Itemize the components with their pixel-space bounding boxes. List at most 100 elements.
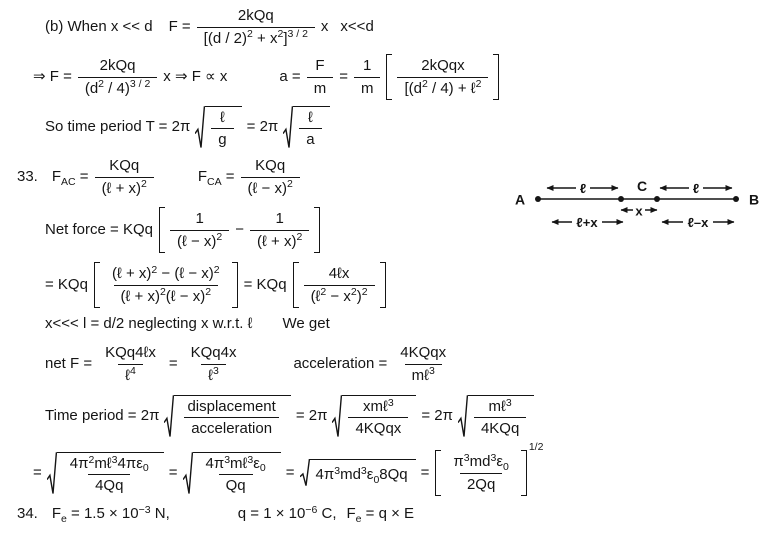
superscript: 2 bbox=[320, 286, 327, 299]
math-text: (ℓ − x)2 bbox=[176, 231, 223, 250]
math-text: x bbox=[320, 18, 329, 36]
math-text: (b) When x << d bbox=[45, 18, 153, 36]
fraction: 4π2mℓ34πε0 4Qq bbox=[63, 454, 156, 495]
bracket-group: 2kQqx [(d2 / 4) + ℓ2 bbox=[386, 54, 500, 100]
superscript: 4 bbox=[129, 365, 136, 378]
math-text: 4KQq bbox=[480, 420, 520, 437]
numerator: 4π2mℓ34πε0 bbox=[63, 454, 156, 474]
bracket-body: 1(ℓ − x)2−1(ℓ + x)2 bbox=[165, 207, 314, 253]
label-x: x bbox=[635, 204, 643, 219]
superscript: 2 bbox=[350, 286, 357, 299]
subscript: CA bbox=[207, 176, 222, 189]
math-text: = 2π bbox=[295, 407, 328, 425]
numerator: 1 bbox=[188, 210, 210, 229]
left-bracket bbox=[435, 450, 442, 496]
math-text: Net force = KQq bbox=[45, 221, 153, 239]
superscript: 3 bbox=[387, 396, 394, 409]
math-text: g bbox=[218, 131, 227, 148]
superscript: 2 bbox=[286, 178, 293, 191]
fraction: KQq(ℓ − x)2 bbox=[240, 157, 300, 197]
math-text: Time period = 2π bbox=[45, 407, 160, 425]
superscript: 2 bbox=[141, 178, 147, 191]
math-text: xmℓ3 bbox=[363, 396, 394, 415]
bracket-body: 2kQqx [(d2 / 4) + ℓ2 bbox=[392, 54, 493, 100]
math-text: (d2 / 4)3 / 2 bbox=[84, 78, 151, 97]
numerator: mℓ3 bbox=[482, 396, 519, 417]
numerator: 1 bbox=[356, 57, 378, 76]
math-text: m bbox=[360, 79, 374, 97]
math-text: KQq4ℓx bbox=[105, 344, 156, 362]
denominator: acceleration bbox=[184, 417, 280, 437]
math-text: [(d2 / 4) + ℓ2 bbox=[404, 78, 482, 97]
math-text: 2kQqx bbox=[421, 57, 465, 75]
left-bracket bbox=[158, 207, 165, 253]
fraction: (ℓ + x)2 − (ℓ − x)2 (ℓ + x)2(ℓ − x)2 bbox=[105, 265, 227, 305]
math-text: displacement bbox=[187, 397, 276, 415]
math-text: Qq bbox=[225, 477, 246, 494]
math-text: mℓ3 bbox=[488, 396, 512, 415]
superscript: 2 bbox=[205, 286, 212, 299]
superscript: 3 bbox=[490, 452, 497, 464]
numerator: 2kQq bbox=[93, 57, 143, 76]
math-text: 4Qq bbox=[95, 477, 124, 494]
numerator: ℓ bbox=[301, 109, 320, 128]
formula-line-time-period-displacement: Time period = 2π displacement acceleration… bbox=[42, 390, 536, 442]
math-text: 1 bbox=[275, 210, 284, 228]
math-text: (ℓ + x)2 − (ℓ − x)2 bbox=[111, 264, 220, 283]
math-text: (ℓ + x)2 bbox=[257, 231, 303, 250]
left-bracket bbox=[93, 262, 100, 308]
fraction: 1 (ℓ − x)2 bbox=[169, 210, 230, 250]
fraction: KQq(ℓ + x)2 bbox=[94, 157, 154, 197]
math-text: ℓ bbox=[220, 108, 225, 126]
right-bracket bbox=[231, 262, 238, 308]
math-text: 2Qq bbox=[466, 475, 496, 493]
subscript: AC bbox=[61, 176, 76, 189]
bracket-group: 1(ℓ − x)2−1(ℓ + x)2 bbox=[158, 207, 321, 253]
charge-line-diagram-svg: A B C ℓ ℓ x ℓ+x ℓ–x bbox=[515, 178, 759, 230]
math-text: 1 bbox=[363, 57, 372, 75]
bracket-body: 4ℓx (ℓ2 − x2)2 bbox=[299, 262, 380, 308]
radical-icon bbox=[300, 459, 310, 486]
math-text: Fe = 1.5 × 10−3 N, bbox=[51, 504, 170, 526]
math-text: (ℓ + x)2(ℓ − x)2 bbox=[120, 286, 212, 305]
superscript: 3 bbox=[334, 464, 341, 477]
fraction: 2kQq[(d / 2)2 + x2]3 / 2 bbox=[196, 7, 315, 47]
point-center-left-dot bbox=[618, 196, 624, 202]
math-text: 4π3mℓ3ε0 bbox=[205, 453, 266, 475]
denominator: [(d / 2)2 + x2]3 / 2 bbox=[196, 26, 315, 47]
math-text: 4ℓx bbox=[328, 265, 350, 283]
math-text: Fe = q × E bbox=[346, 505, 415, 526]
denominator: a bbox=[299, 128, 322, 148]
bracket-body: (ℓ + x)2 − (ℓ − x)2 (ℓ + x)2(ℓ − x)2 bbox=[100, 262, 232, 308]
numerator: 2kQqx bbox=[414, 57, 471, 76]
charge-line-diagram: A B C ℓ ℓ x ℓ+x ℓ–x bbox=[506, 163, 767, 241]
math-text: KQq4x bbox=[190, 344, 237, 362]
numerator: displacement bbox=[180, 398, 282, 417]
math-text: a = bbox=[279, 68, 301, 86]
radical-icon bbox=[164, 395, 174, 438]
math-text: ℓ bbox=[308, 108, 313, 126]
square-root: 4π3md3ε08Qq bbox=[300, 459, 416, 486]
point-b-dot bbox=[733, 196, 739, 202]
left-bracket bbox=[386, 54, 393, 100]
math-text: ⇒ F = bbox=[33, 68, 72, 86]
numerator: 4ℓx bbox=[322, 265, 357, 284]
math-text: 2kQq bbox=[237, 7, 274, 25]
label-l-plus-x: ℓ+x bbox=[576, 215, 598, 230]
math-text: acceleration bbox=[191, 420, 273, 437]
math-text: = 2π bbox=[421, 407, 453, 425]
left-bracket bbox=[292, 262, 299, 308]
math-text: So time period T = 2π bbox=[45, 118, 191, 136]
math-text: (ℓ2 − x2)2 bbox=[310, 286, 368, 305]
fraction: 2kQqx [(d2 / 4) + ℓ2 bbox=[397, 57, 489, 97]
denominator: (ℓ − x)2 bbox=[169, 229, 230, 250]
